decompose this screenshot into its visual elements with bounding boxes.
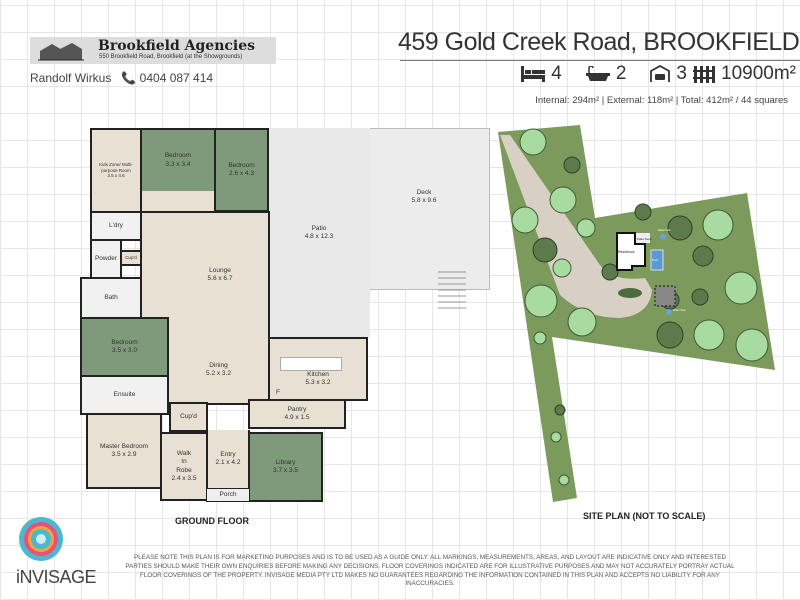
beds-count: 4	[551, 63, 562, 84]
room-size: 4.8 x 12.3	[304, 233, 334, 240]
room-name: Entry	[220, 450, 236, 458]
water-tank	[666, 309, 672, 315]
room-size: 3.5 x 2.9	[111, 451, 137, 458]
ground-floor-label: GROUND FLOOR	[175, 516, 249, 526]
agent-name: Randolf Wirkus	[30, 71, 112, 85]
room-name: Library	[275, 458, 296, 466]
room-name: Pantry	[287, 405, 307, 413]
site-plan-label: SITE PLAN (NOT TO SCALE)	[583, 511, 706, 521]
room-name: Master Bedroom	[99, 442, 149, 450]
room-name: Deck	[416, 189, 432, 196]
fence-icon	[693, 66, 715, 83]
room-name: Kitchen	[307, 370, 329, 378]
room-name: Bedroom	[111, 338, 138, 346]
trees	[511, 128, 769, 486]
garage-icon	[650, 65, 671, 82]
room-name: Walk In Robe	[176, 450, 192, 474]
fridge-label: F	[276, 388, 280, 396]
deck-stairs	[438, 271, 466, 309]
room-size: 3.5 x 3.0	[112, 347, 137, 354]
property-stats: 4 2 3 10900m²	[521, 63, 796, 85]
room-name: Patio	[311, 224, 327, 232]
garden-bed	[618, 288, 642, 298]
bed-icon	[521, 66, 546, 82]
garage-slab	[654, 285, 676, 307]
area-summary: Internal: 294m² | External: 118m² | Tota…	[535, 95, 788, 106]
room-porch: Porch	[206, 488, 250, 502]
divider	[400, 60, 800, 61]
property-title: 459 Gold Creek Road, BROOKFIELD	[398, 28, 800, 56]
room-size: 3.7 x 3.5	[273, 467, 298, 474]
room-size: 4.9 x 1.5	[284, 414, 310, 421]
room-size: 3.5 x 4.6	[107, 173, 125, 179]
baths-count: 2	[615, 63, 627, 84]
room-size: 5.2 x 3.2	[206, 370, 231, 377]
invisage-brand: iNVISAGE	[16, 567, 97, 587]
kitchen-island	[280, 357, 342, 371]
room-size: 3.3 x 3.4	[165, 160, 191, 168]
disclaimer: PLEASE NOTE THIS PLAN IS FOR MARKETING P…	[125, 554, 735, 588]
room-size: 5.8 x 9.6	[411, 197, 437, 205]
room-size: 2.6 x 4.3	[229, 170, 254, 177]
room-name: Powder	[94, 254, 118, 262]
water-tank-label: Water Tank	[658, 229, 671, 232]
room-name: Lounge	[209, 266, 231, 274]
agency-name: Brookfield Agencies	[98, 38, 256, 54]
house-logo-icon	[38, 43, 84, 61]
room-name: Bedroom	[164, 152, 192, 160]
site-plan: Residence Patio Deck Pool Water Tank Wat…	[498, 125, 775, 502]
agent-phone[interactable]: 0404 087 414	[139, 71, 214, 85]
water-tank-label: Water Tank	[673, 309, 686, 312]
room-size: 2.4 x 3.5	[171, 474, 197, 482]
room-name: Cup'd	[125, 255, 137, 261]
room-size: 5.6 x 6.7	[207, 275, 233, 282]
cars-count: 3	[676, 63, 687, 84]
room-size: 5.3 x 3.2	[305, 379, 331, 386]
land-size: 10900m²	[721, 63, 796, 84]
room-size: 2.1 x 4.2	[215, 459, 241, 466]
bath-icon	[585, 66, 610, 81]
room-cupboard: Cup'd	[169, 402, 208, 432]
agency-address: 550 Brookfield Road, Brookfield (at the …	[99, 54, 243, 60]
invisage-logo-icon	[19, 517, 63, 561]
driveway	[500, 135, 652, 318]
pool	[650, 249, 664, 271]
shrubs	[532, 156, 714, 416]
room-name: Ensuite	[113, 390, 136, 398]
patio-deck	[636, 233, 650, 243]
residence-label: Residence	[618, 250, 635, 254]
room-name: Kids Zone/ Multi-purpose Room	[99, 162, 133, 173]
agent-contact: Randolf Wirkus 📞 0404 087 414	[30, 71, 213, 85]
water-tank	[660, 234, 666, 240]
pool-label: Pool	[652, 258, 658, 262]
agency-logo: Brookfield Agencies 550 Brookfield Road,…	[30, 37, 276, 64]
room-name: Cup'd	[180, 412, 197, 420]
room-name: Dining	[209, 361, 228, 369]
phone-icon: 📞	[121, 71, 137, 85]
room-name: Bedroom	[228, 161, 255, 169]
room-name: Bath	[104, 293, 118, 301]
room-name: L'dry	[109, 221, 123, 229]
room-name: Porch	[219, 490, 237, 498]
residence-outline	[616, 232, 646, 271]
patio-deck-label: Patio Deck	[637, 237, 652, 241]
